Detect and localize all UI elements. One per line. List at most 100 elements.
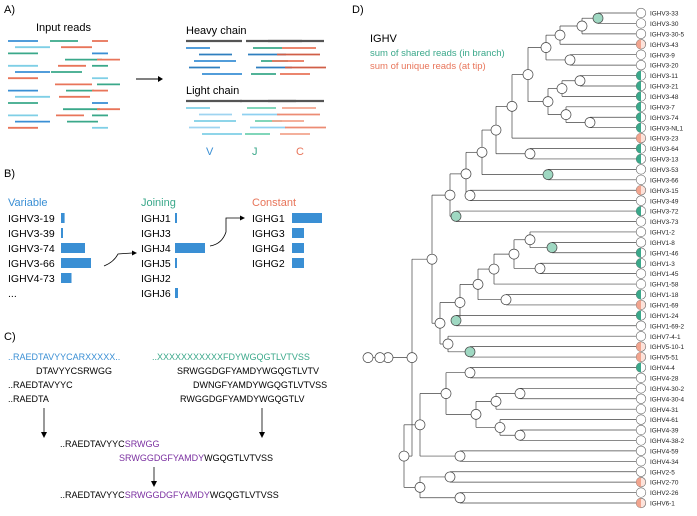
constant-gene-label: IGHG1 <box>252 213 285 225</box>
leaf-node <box>635 487 647 498</box>
panel-b: B) Variable IGHV3-19IGHV3-39IGHV3-74IGHV… <box>4 168 322 300</box>
leaf-node <box>635 174 647 185</box>
leaf-fill <box>636 39 641 50</box>
panel-c: C) ..RAEDTAVYYCARXXXXX.. ..XXXXXXXXXXXFD… <box>4 331 327 500</box>
leaf-label: IGHV4-59 <box>650 448 679 455</box>
internal-node <box>524 234 536 246</box>
leaf-label: IGHV4-30-4 <box>650 396 685 403</box>
leaf-label: IGHV1-58 <box>650 282 679 289</box>
input-reads <box>8 40 120 129</box>
leaf-node <box>635 466 647 477</box>
final-black-1: ..RAEDTAVYYC <box>60 490 125 500</box>
legend-title: IGHV <box>370 33 398 45</box>
leaf-label: IGHV3-7 <box>650 104 675 111</box>
leaf-fill <box>636 81 641 91</box>
internal-node <box>514 429 526 441</box>
leaf-fill <box>636 122 641 133</box>
v-read-3: ..RAEDTA <box>8 394 49 404</box>
variable-gene-label: IGHV3-39 <box>8 228 55 240</box>
leaf-node <box>635 237 647 248</box>
c-segment-label: C <box>296 146 304 158</box>
constant-usage-bar <box>292 228 304 238</box>
internal-node <box>564 54 576 66</box>
leaf-label: IGHV3-21 <box>650 84 679 91</box>
leaf-label: IGHV3-23 <box>650 136 679 143</box>
panel-d-label: D) <box>352 4 364 16</box>
leaf-label: IGHV3-49 <box>650 198 679 205</box>
constant-usage-bar <box>292 258 304 268</box>
leaf-label: IGHV3-11 <box>650 73 678 80</box>
internal-node <box>514 388 526 399</box>
leaf-label: IGHV6-1 <box>650 501 675 508</box>
leaf-fill <box>636 206 641 216</box>
merge-row-1: ..RAEDTAVYYCSRWGG <box>60 439 160 449</box>
leaf-node <box>635 404 647 415</box>
leaf-label: IGHV4-34 <box>650 459 679 466</box>
merge1-black: ..RAEDTAVYYC <box>60 439 125 449</box>
light-chain-reads <box>186 99 326 135</box>
leaf-node <box>635 456 647 467</box>
leaf-node <box>635 49 647 60</box>
internal-node <box>454 492 466 504</box>
merge2-black: WGQGTLVTVSS <box>204 453 273 463</box>
internal-node <box>450 315 462 326</box>
internal-node <box>500 294 512 306</box>
leaf-label: IGHV3-53 <box>650 167 679 174</box>
panel-c-label: C) <box>4 331 16 343</box>
legend-shared: sum of shared reads (in branch) <box>370 48 505 59</box>
internal-node <box>576 20 588 32</box>
internal-node <box>464 367 476 379</box>
arrow-c-right <box>259 408 265 438</box>
final-sequence: ..RAEDTAVYYCSRWGGDGFYAMDYWGQGTLVTVSS <box>60 490 279 500</box>
leaf-label: IGHV5-51 <box>650 355 679 362</box>
final-purple: SRWGGDGFYAMDY <box>125 490 210 500</box>
light-chain-title: Light chain <box>186 85 239 97</box>
variable-gene-label: ... <box>8 288 17 300</box>
internal-node <box>490 124 502 136</box>
leaf-node <box>635 424 647 436</box>
legend-unique: sum of unique reads (at tip) <box>370 61 486 72</box>
variable-title: Variable <box>8 197 48 209</box>
joining-usage-bar <box>175 243 205 253</box>
tree-leaves: IGHV3-33IGHV3-30IGHV3-30-5IGHV3-43IGHV3-… <box>635 7 685 509</box>
joining-gene-label: IGHJ1 <box>141 213 171 225</box>
leaf-label: IGHV3-33 <box>650 11 679 18</box>
internal-node <box>476 146 488 158</box>
internal-node <box>464 190 476 201</box>
internal-node <box>494 422 506 433</box>
internal-node <box>460 168 472 180</box>
constant-gene-label: IGHG4 <box>252 243 285 255</box>
leaf-label: IGHV3-20 <box>650 63 679 70</box>
internal-node <box>534 263 546 274</box>
leaf-node <box>635 320 647 331</box>
internal-node <box>426 253 438 265</box>
link-arrow-j-c-head <box>240 215 245 221</box>
variable-gene-label: IGHV3-74 <box>8 243 55 255</box>
joining-gene-label: IGHJ5 <box>141 258 171 270</box>
leaf-fill <box>636 498 641 508</box>
leaf-label: IGHV3-13 <box>650 157 679 164</box>
leaf-node <box>635 216 647 227</box>
leaf-label: IGHV4-39 <box>650 428 679 435</box>
internal-node <box>442 338 454 350</box>
leaf-node <box>635 414 647 425</box>
leaf-fill <box>636 112 641 123</box>
internal-node <box>560 109 572 120</box>
leaf-fill <box>636 258 641 269</box>
arrow-c-left <box>41 408 47 438</box>
leaf-fill <box>636 102 641 112</box>
panel-b-label: B) <box>4 168 15 180</box>
leaf-label: IGHV1-46 <box>650 250 679 257</box>
leaf-label: IGHV4-31 <box>650 407 679 414</box>
internal-node <box>374 352 386 363</box>
internal-node <box>362 352 374 363</box>
leaf-node <box>635 7 647 19</box>
leaf-fill <box>636 133 641 143</box>
leaf-node <box>635 18 647 29</box>
variable-usage-bar <box>61 258 91 268</box>
input-reads-title: Input reads <box>36 22 92 34</box>
joining-usage-bar <box>175 258 177 268</box>
leaf-fill <box>636 70 641 81</box>
j-reference: ..XXXXXXXXXXXFDYWGQGTLVTVSS <box>152 352 310 362</box>
